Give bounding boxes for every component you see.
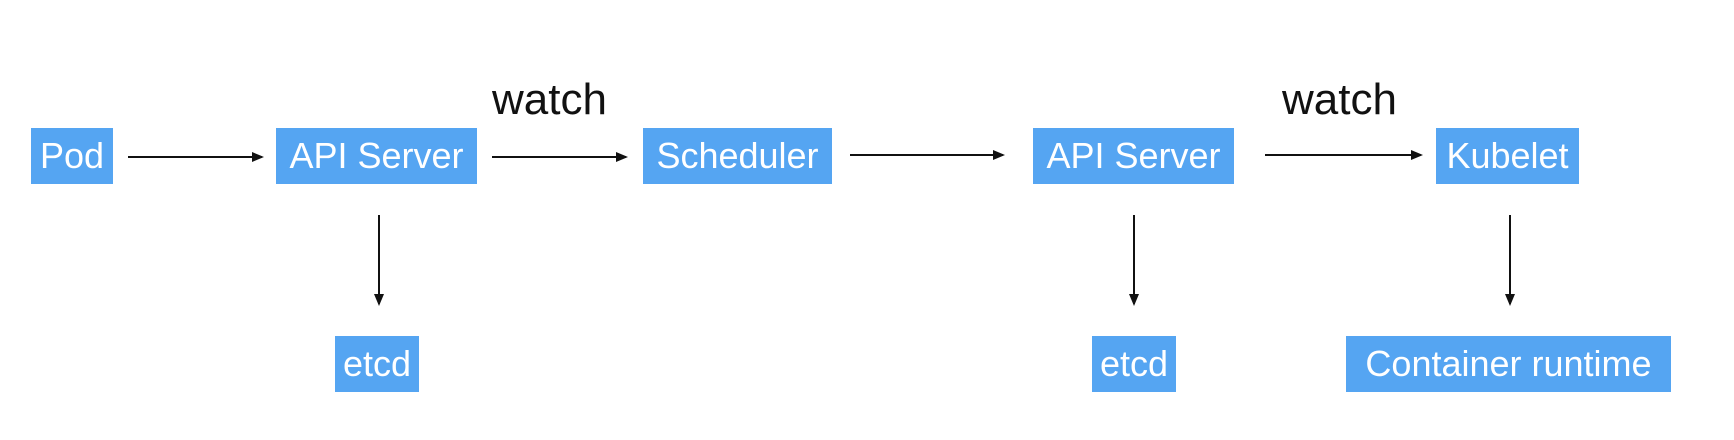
node-api-server-2: API Server [1033, 128, 1234, 184]
node-container-runtime: Container runtime [1346, 336, 1671, 392]
node-etcd-2: etcd [1092, 336, 1176, 392]
node-kubelet: Kubelet [1436, 128, 1579, 184]
node-etcd-1: etcd [335, 336, 419, 392]
node-api-server-1: API Server [276, 128, 477, 184]
node-scheduler: Scheduler [643, 128, 832, 184]
node-pod: Pod [31, 128, 113, 184]
watch-label-kubelet: watch [1282, 75, 1397, 124]
watch-label-scheduler: watch [492, 75, 607, 124]
